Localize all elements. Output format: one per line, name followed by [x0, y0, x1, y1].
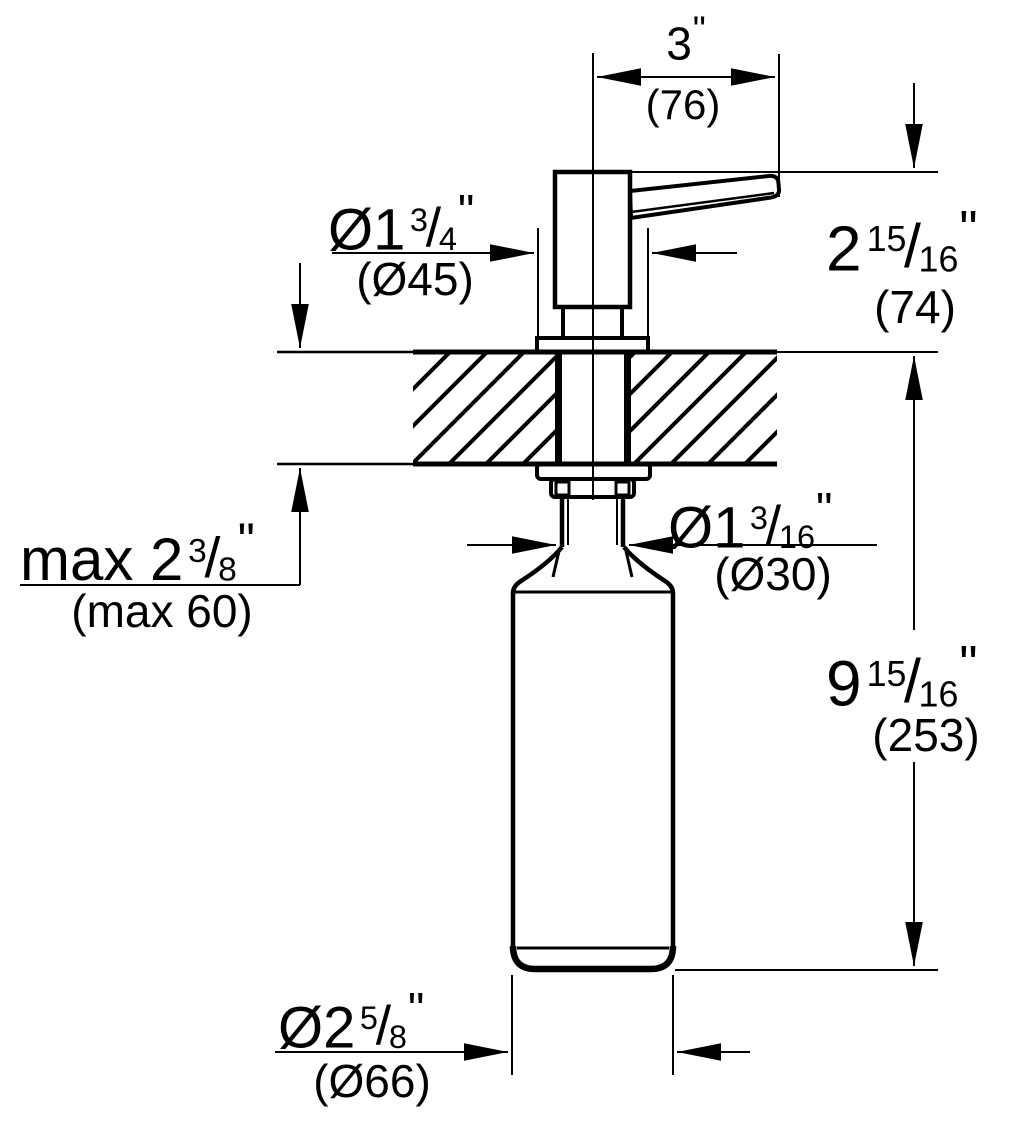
- nut-notch-left: [554, 480, 571, 497]
- bottle-diameter-metric-label: (Ø66): [313, 1055, 431, 1107]
- head-height-metric-label: (74): [874, 281, 956, 333]
- under-counter-height-metric-label: (253): [872, 709, 980, 761]
- shoulder-inner-left: [551, 550, 561, 578]
- countertop-section: [277, 349, 938, 467]
- neck-diameter-metric-label: (Ø30): [714, 548, 832, 600]
- bottle: [509, 497, 677, 973]
- bottle-bottom-edge: [509, 945, 677, 973]
- spout-reach-dimension-label: 3": [666, 9, 706, 70]
- shoulder-inner-right: [624, 550, 634, 578]
- nut-notch-right: [614, 480, 631, 497]
- head-diameter-metric-label: (Ø45): [356, 253, 474, 305]
- spout-inner-line: [630, 191, 775, 214]
- counter-thickness-metric-label: (max 60): [71, 585, 253, 637]
- spout: [627, 173, 782, 221]
- dispenser-head: [535, 169, 782, 354]
- dimension-lines: [20, 53, 938, 1075]
- bottle-outline: [510, 545, 676, 972]
- spout-reach-metric-label: (76): [645, 81, 721, 128]
